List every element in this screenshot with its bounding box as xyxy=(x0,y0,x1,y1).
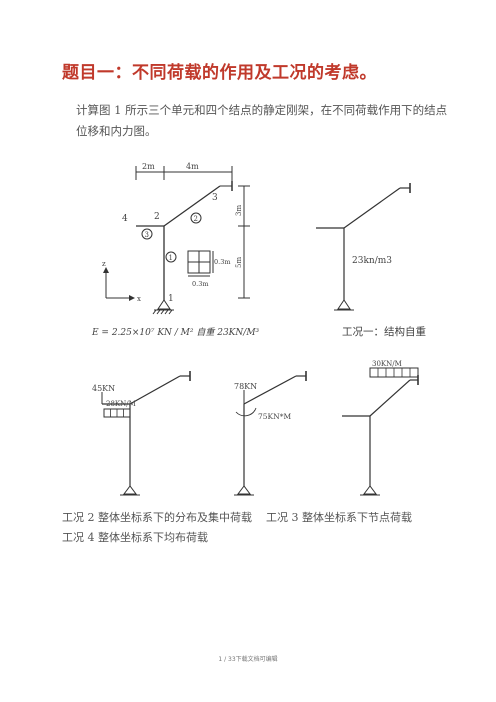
node-3-label: 3 xyxy=(212,193,218,203)
element-2 xyxy=(163,185,221,227)
element-1-marker xyxy=(165,251,177,263)
section-width-label: 0.3m xyxy=(192,280,209,288)
case-2-point-load: 45KN xyxy=(92,384,115,393)
case-4-distributed-load: 30KN/M xyxy=(372,360,402,368)
dim-2m: 2m xyxy=(142,162,155,171)
element-3-label: 3 xyxy=(145,231,149,239)
material-formula: E = 2.25×10⁷ KN / M² 自重 23KN/M³ xyxy=(91,327,260,338)
intro-line-1: 计算图 1 所示三个单元和四个结点的静定刚架，在不同荷载作用下的结点 xyxy=(76,103,448,117)
node-4-label: 4 xyxy=(122,214,128,224)
page-title: 题目一：不同荷载的作用及工况的考虑。 xyxy=(62,63,377,83)
node-1-label: 1 xyxy=(168,294,174,304)
case-1-frame xyxy=(316,183,411,311)
caption-case-2: 工况 2 整体坐标系下的分布及集中荷载 xyxy=(62,511,252,524)
case-1-caption: 工况一：结构自重 xyxy=(342,325,426,338)
case-2-frame xyxy=(101,371,191,496)
z-axis-label: z xyxy=(102,260,106,268)
case-3-frame xyxy=(234,371,307,496)
case-1-load-label: 23kn/m3 xyxy=(352,256,392,266)
caption-case-4: 工况 4 整体坐标系下均布荷载 xyxy=(62,531,208,544)
page-footer: 1 / 33下载文档可编辑 xyxy=(218,656,278,663)
caption-case-3: 工况 3 整体坐标系下节点荷载 xyxy=(266,511,412,524)
element-2-label: 2 xyxy=(194,215,198,223)
figure-1-geometry xyxy=(103,166,250,315)
case-3-moment: 75KN*M xyxy=(258,412,291,421)
dim-4m: 4m xyxy=(186,162,199,171)
figure-1-labels: 2m 4m 3m 5m 1 2 3 4 1 2 3 0.3m 0.3m z x xyxy=(102,162,243,304)
dim-3m: 3m xyxy=(235,205,243,216)
section-height-label: 0.3m xyxy=(214,258,231,266)
element-3-marker xyxy=(141,228,153,240)
case-3-point-load: 78KN xyxy=(234,382,257,391)
case-captions: 工况 2 整体坐标系下的分布及集中荷载 工况 3 整体坐标系下节点荷载 工况 4 … xyxy=(62,508,462,548)
dim-5m: 5m xyxy=(235,257,243,268)
intro-line-2: 位移和内力图。 xyxy=(76,124,157,138)
case-2-distributed-load: 28KN/M xyxy=(106,400,136,408)
element-1-label: 1 xyxy=(169,254,173,262)
intro-paragraph: 计算图 1 所示三个单元和四个结点的静定刚架，在不同荷载作用下的结点 位移和内力… xyxy=(76,100,456,142)
x-axis-label: x xyxy=(137,295,141,303)
node-2-label: 2 xyxy=(154,212,160,222)
case-4-frame xyxy=(342,367,419,496)
element-2-marker xyxy=(190,212,202,224)
